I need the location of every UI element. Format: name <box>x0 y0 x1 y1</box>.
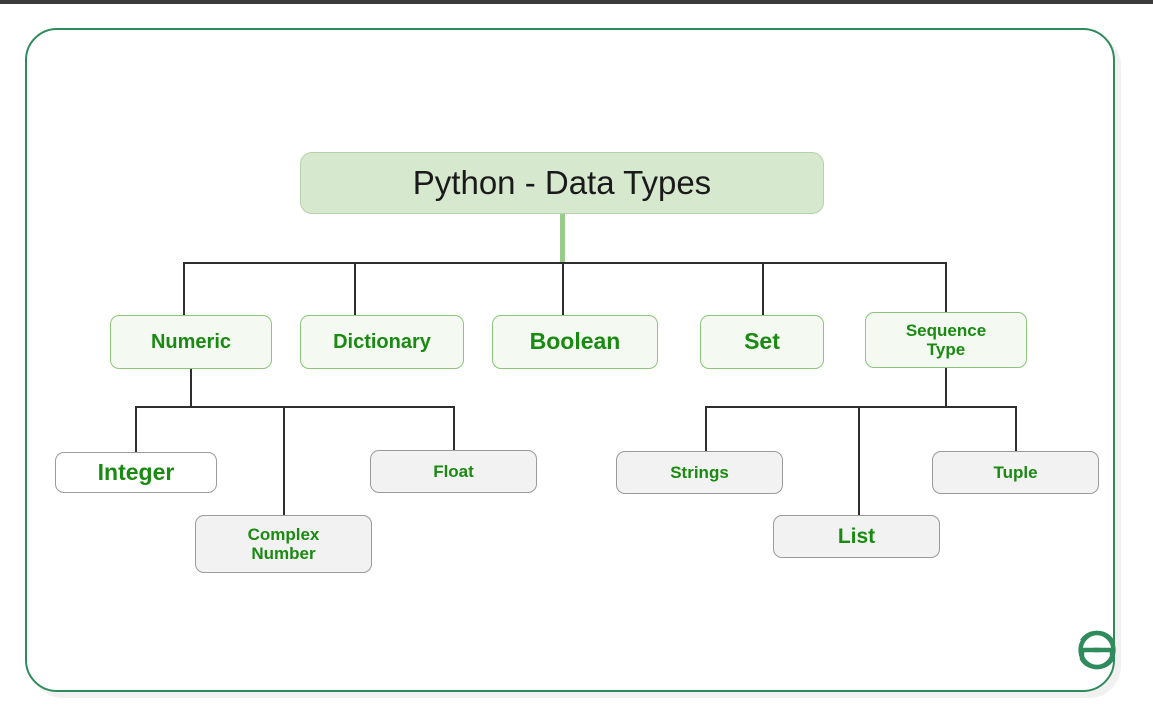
node-integer-label: Integer <box>97 458 175 485</box>
node-strings-label: Strings <box>670 462 729 482</box>
node-list-label: List <box>837 524 876 548</box>
connector-numeric-bus <box>135 406 454 408</box>
connector-root-stem <box>560 214 565 264</box>
node-set-label: Set <box>744 328 780 355</box>
node-strings[interactable]: Strings <box>616 451 783 494</box>
node-tuple-label: Tuple <box>993 462 1038 482</box>
connector-drop-tuple <box>1015 406 1017 452</box>
node-integer[interactable]: Integer <box>55 452 217 493</box>
geeksforgeeks-logo <box>1078 630 1116 670</box>
node-numeric[interactable]: Numeric <box>110 315 272 369</box>
connector-drop-dictionary <box>354 262 356 316</box>
node-boolean[interactable]: Boolean <box>492 315 658 369</box>
node-tuple[interactable]: Tuple <box>932 451 1099 494</box>
node-dictionary[interactable]: Dictionary <box>300 315 464 369</box>
connector-sequence-bus <box>705 406 1017 408</box>
node-list[interactable]: List <box>773 515 940 558</box>
connector-drop-integer <box>135 406 137 453</box>
connector-drop-boolean <box>562 262 564 316</box>
node-dictionary-label: Dictionary <box>333 330 431 353</box>
connector-drop-sequence <box>945 262 947 313</box>
top-rule-divider <box>0 0 1153 4</box>
connector-drop-numeric <box>183 262 185 316</box>
node-root-python-data-types[interactable]: Python - Data Types <box>300 152 824 214</box>
connector-level2-bus <box>183 262 946 264</box>
node-root-label: Python - Data Types <box>412 163 712 201</box>
node-float[interactable]: Float <box>370 450 537 493</box>
connector-drop-complex-number <box>283 406 285 516</box>
connector-sequence-stem <box>945 368 947 407</box>
connector-numeric-stem <box>190 369 192 408</box>
node-boolean-label: Boolean <box>529 328 621 355</box>
connector-drop-strings <box>705 406 707 452</box>
connector-drop-float <box>453 406 455 451</box>
node-float-label: Float <box>433 461 474 481</box>
node-numeric-label: Numeric <box>150 330 232 353</box>
connector-drop-list <box>858 406 860 516</box>
node-set[interactable]: Set <box>700 315 824 369</box>
connector-drop-set <box>762 262 764 316</box>
